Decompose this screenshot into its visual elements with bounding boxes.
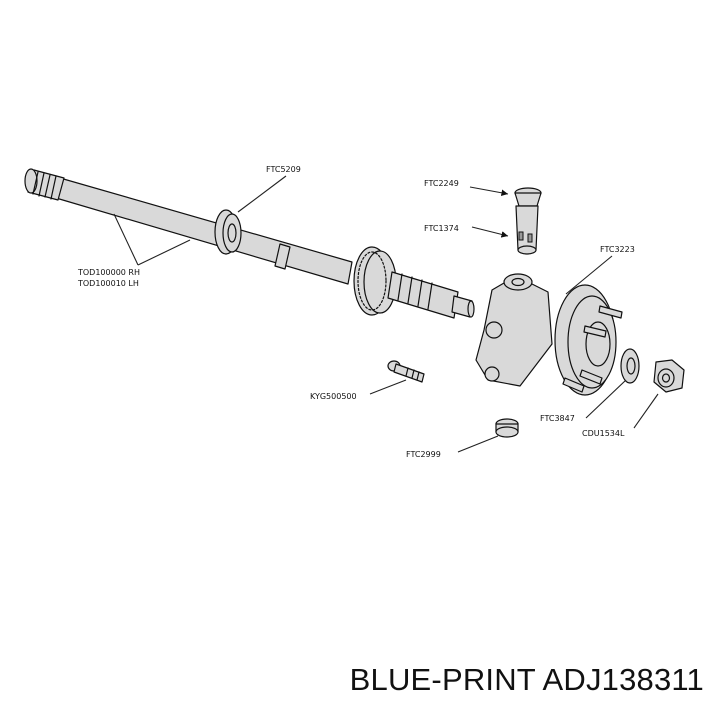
label-ftc2249: FTC2249 — [424, 179, 459, 188]
bushing-part — [515, 205, 539, 255]
hub-nut — [653, 359, 685, 393]
label-ftc1374: FTC1374 — [424, 224, 459, 233]
caption: BLUE-PRINT ADJ138311 — [349, 662, 704, 697]
part-labels: TOD100000 RH TOD100010 LH FTC5209 FTC224… — [77, 165, 635, 459]
bolt — [387, 360, 425, 383]
label-shaft-rh: TOD100000 RH — [77, 268, 140, 277]
label-nut: CDU1534L — [582, 429, 625, 438]
wheel-hub — [475, 273, 623, 396]
dust-cap — [495, 418, 519, 438]
sleeve-part — [514, 187, 542, 207]
label-washer: FTC3847 — [540, 414, 575, 423]
hub-studs — [562, 305, 623, 393]
label-shaft-lh: TOD100010 LH — [77, 279, 139, 288]
label-cap: FTC2999 — [406, 450, 441, 459]
label-hub: FTC3223 — [600, 245, 635, 254]
label-bolt: KYG500500 — [310, 392, 357, 401]
label-seal: FTC5209 — [266, 165, 301, 174]
washer — [620, 348, 640, 384]
toothed-ring — [353, 246, 397, 316]
drive-shaft — [24, 168, 475, 319]
seal-ring — [214, 209, 242, 255]
leader-lines — [113, 175, 659, 453]
shaft-spline-right — [387, 271, 475, 319]
shaft-spline-left — [24, 168, 65, 201]
